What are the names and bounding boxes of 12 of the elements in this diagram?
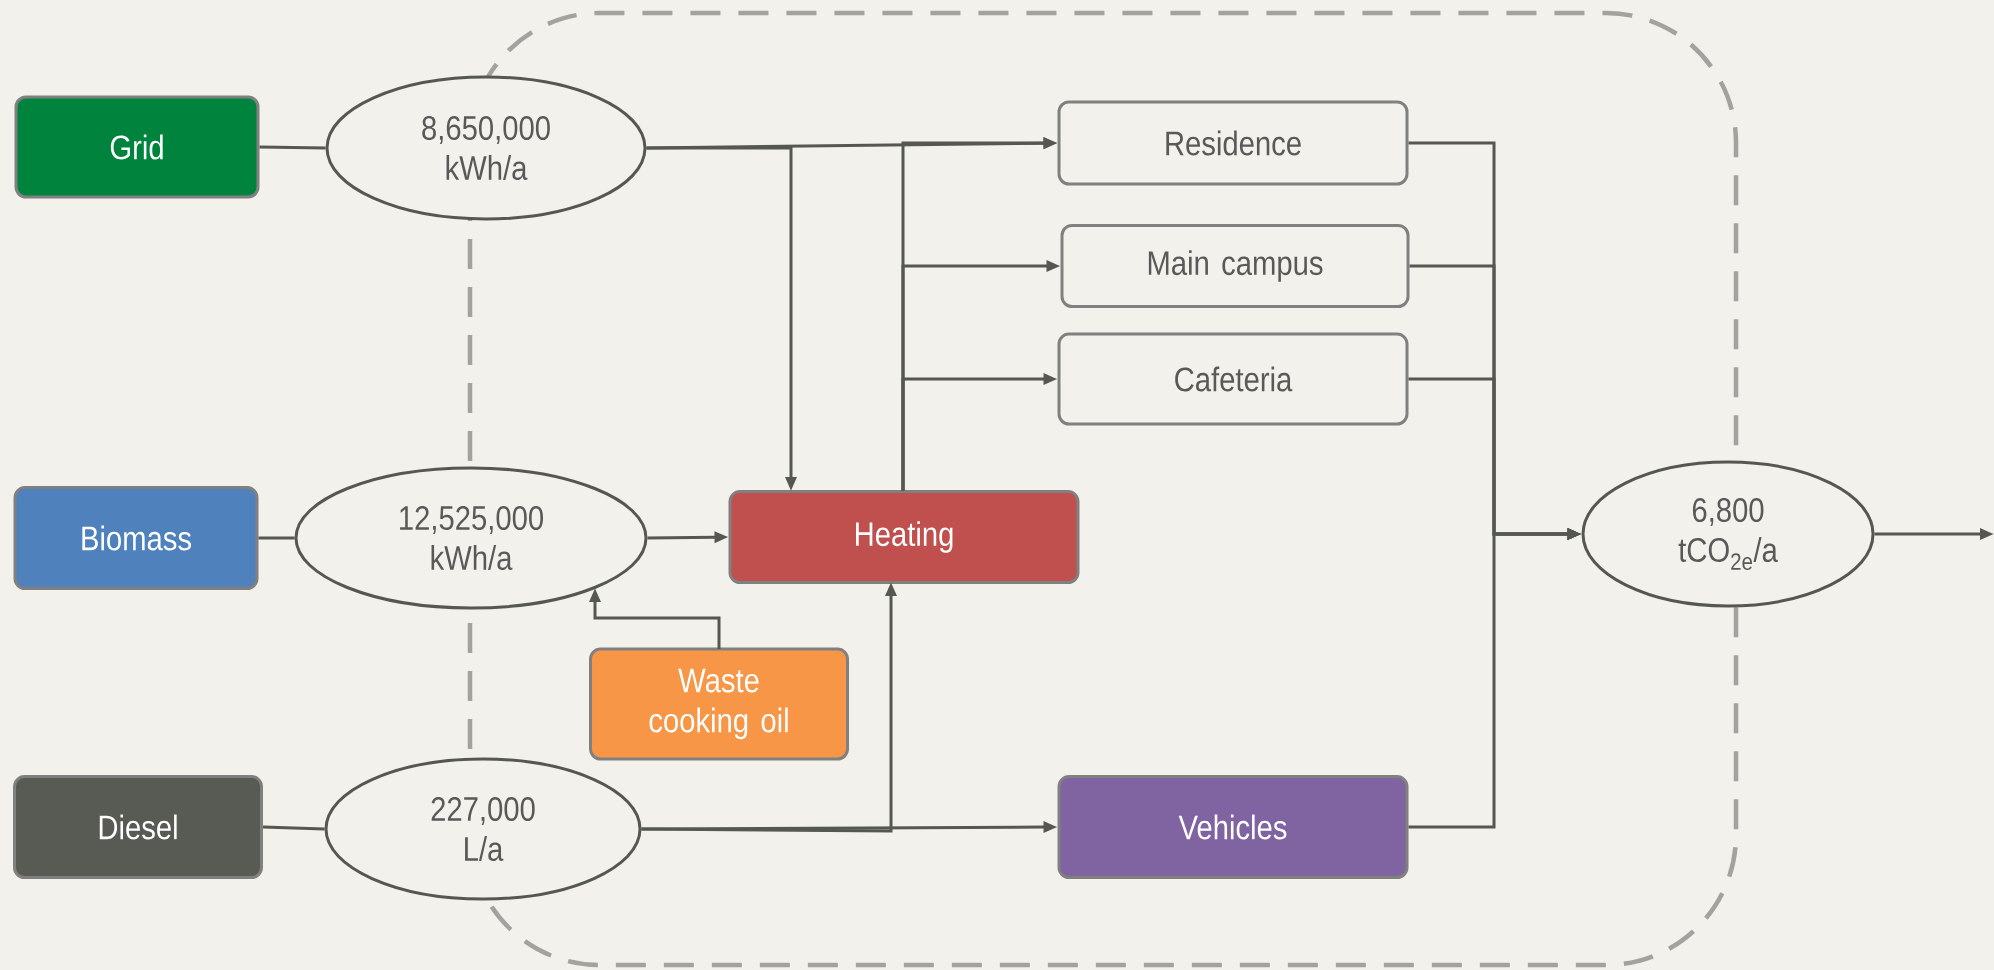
consumer-box: Main campus — [1060, 224, 1410, 308]
source-box: Waste cooking oil — [589, 647, 849, 761]
source-box: Biomass — [13, 486, 259, 590]
consumer-box: Residence — [1057, 100, 1409, 186]
consumer-box: Cafeteria — [1057, 332, 1409, 426]
consumer-box: Vehicles — [1057, 775, 1409, 879]
connector-line — [258, 536, 295, 540]
connector-line — [262, 825, 325, 831]
source-box: Diesel — [13, 775, 263, 879]
process-box: Heating — [728, 490, 1080, 584]
connector-line — [259, 145, 326, 150]
source-box: Grid — [14, 95, 260, 199]
